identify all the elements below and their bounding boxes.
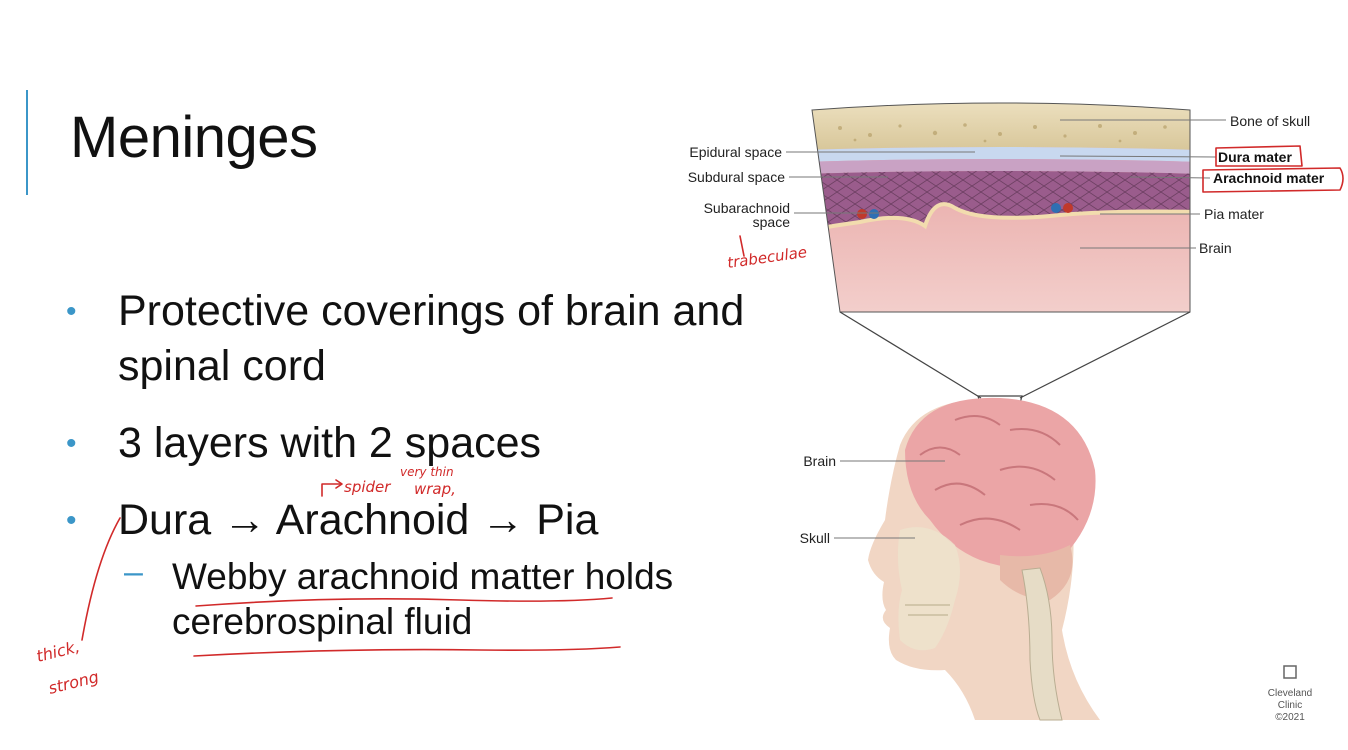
ink-arrow-head [335,479,343,489]
label-arachnoid-mater: Arachnoid mater [1213,170,1325,186]
ink-underline-2 [193,646,621,657]
label-brain-left: Brain [803,453,836,469]
slide-title: Meninges [70,105,318,170]
ink-spider: spider [344,478,391,496]
svg-text:Cleveland: Cleveland [1268,688,1312,699]
left-labels: Epidural space Subdural space Subarachno… [688,144,975,546]
label-epidural-space: Epidural space [689,144,782,160]
cleveland-clinic-logo-icon [1283,665,1297,679]
bullet-text: Protective coverings of brain and spinal… [118,287,745,390]
bullet-item: • Dura → Arachnoid → Pia [60,493,760,548]
bullet-dot-icon: • [66,295,77,328]
label-dura-mater: Dura mater [1218,149,1292,165]
right-labels: Bone of skull Dura mater Arachnoid mater… [1059,113,1325,256]
dash-icon: – [124,553,143,591]
ink-arrow [321,483,341,497]
label-subarachnoid-1: Subarachnoid [704,200,790,216]
ink-tick [739,235,745,257]
sub-bullet-item: – Webby arachnoid matter holds cerebrosp… [60,553,760,644]
ink-trabeculae: trabeculae [726,243,808,272]
ink-very-thin: very thin [400,465,454,479]
ink-box-dura [1215,145,1303,167]
ink-underline-1 [195,597,613,607]
credit-logo: Cleveland Clinic ©2021 [1268,665,1312,723]
ink-strong: strong [46,667,100,698]
label-subdural-space: Subdural space [688,169,786,185]
bullet-dot-icon: • [66,504,77,537]
label-bone-of-skull: Bone of skull [1230,113,1310,129]
title-accent-bar [26,90,28,195]
bullet-dot-icon: • [66,427,77,460]
svg-text:Clinic: Clinic [1278,700,1302,711]
head-illustration [868,397,1100,721]
sub-bullet-text: Webby arachnoid matter holds cerebrospin… [172,556,674,642]
bullet-text: Dura → Arachnoid → Pia [118,496,599,544]
ink-wrap: wrap, [414,480,456,498]
label-subarachnoid-2: space [753,214,791,230]
ink-box-arachnoid [1202,167,1344,193]
cross-section [812,103,1190,312]
label-brain-right: Brain [1199,240,1232,256]
label-skull: Skull [800,530,830,546]
ink-pointer-line [81,517,121,641]
bullet-list: • Protective coverings of brain and spin… [60,284,760,644]
bullet-text: 3 layers with 2 spaces [118,419,542,467]
label-pia-mater: Pia mater [1204,206,1264,222]
bullet-item: • 3 layers with 2 spaces [60,416,760,471]
svg-text:©2021: ©2021 [1275,712,1305,723]
bullet-item: • Protective coverings of brain and spin… [60,284,760,394]
ink-thick: thick, [34,637,81,666]
